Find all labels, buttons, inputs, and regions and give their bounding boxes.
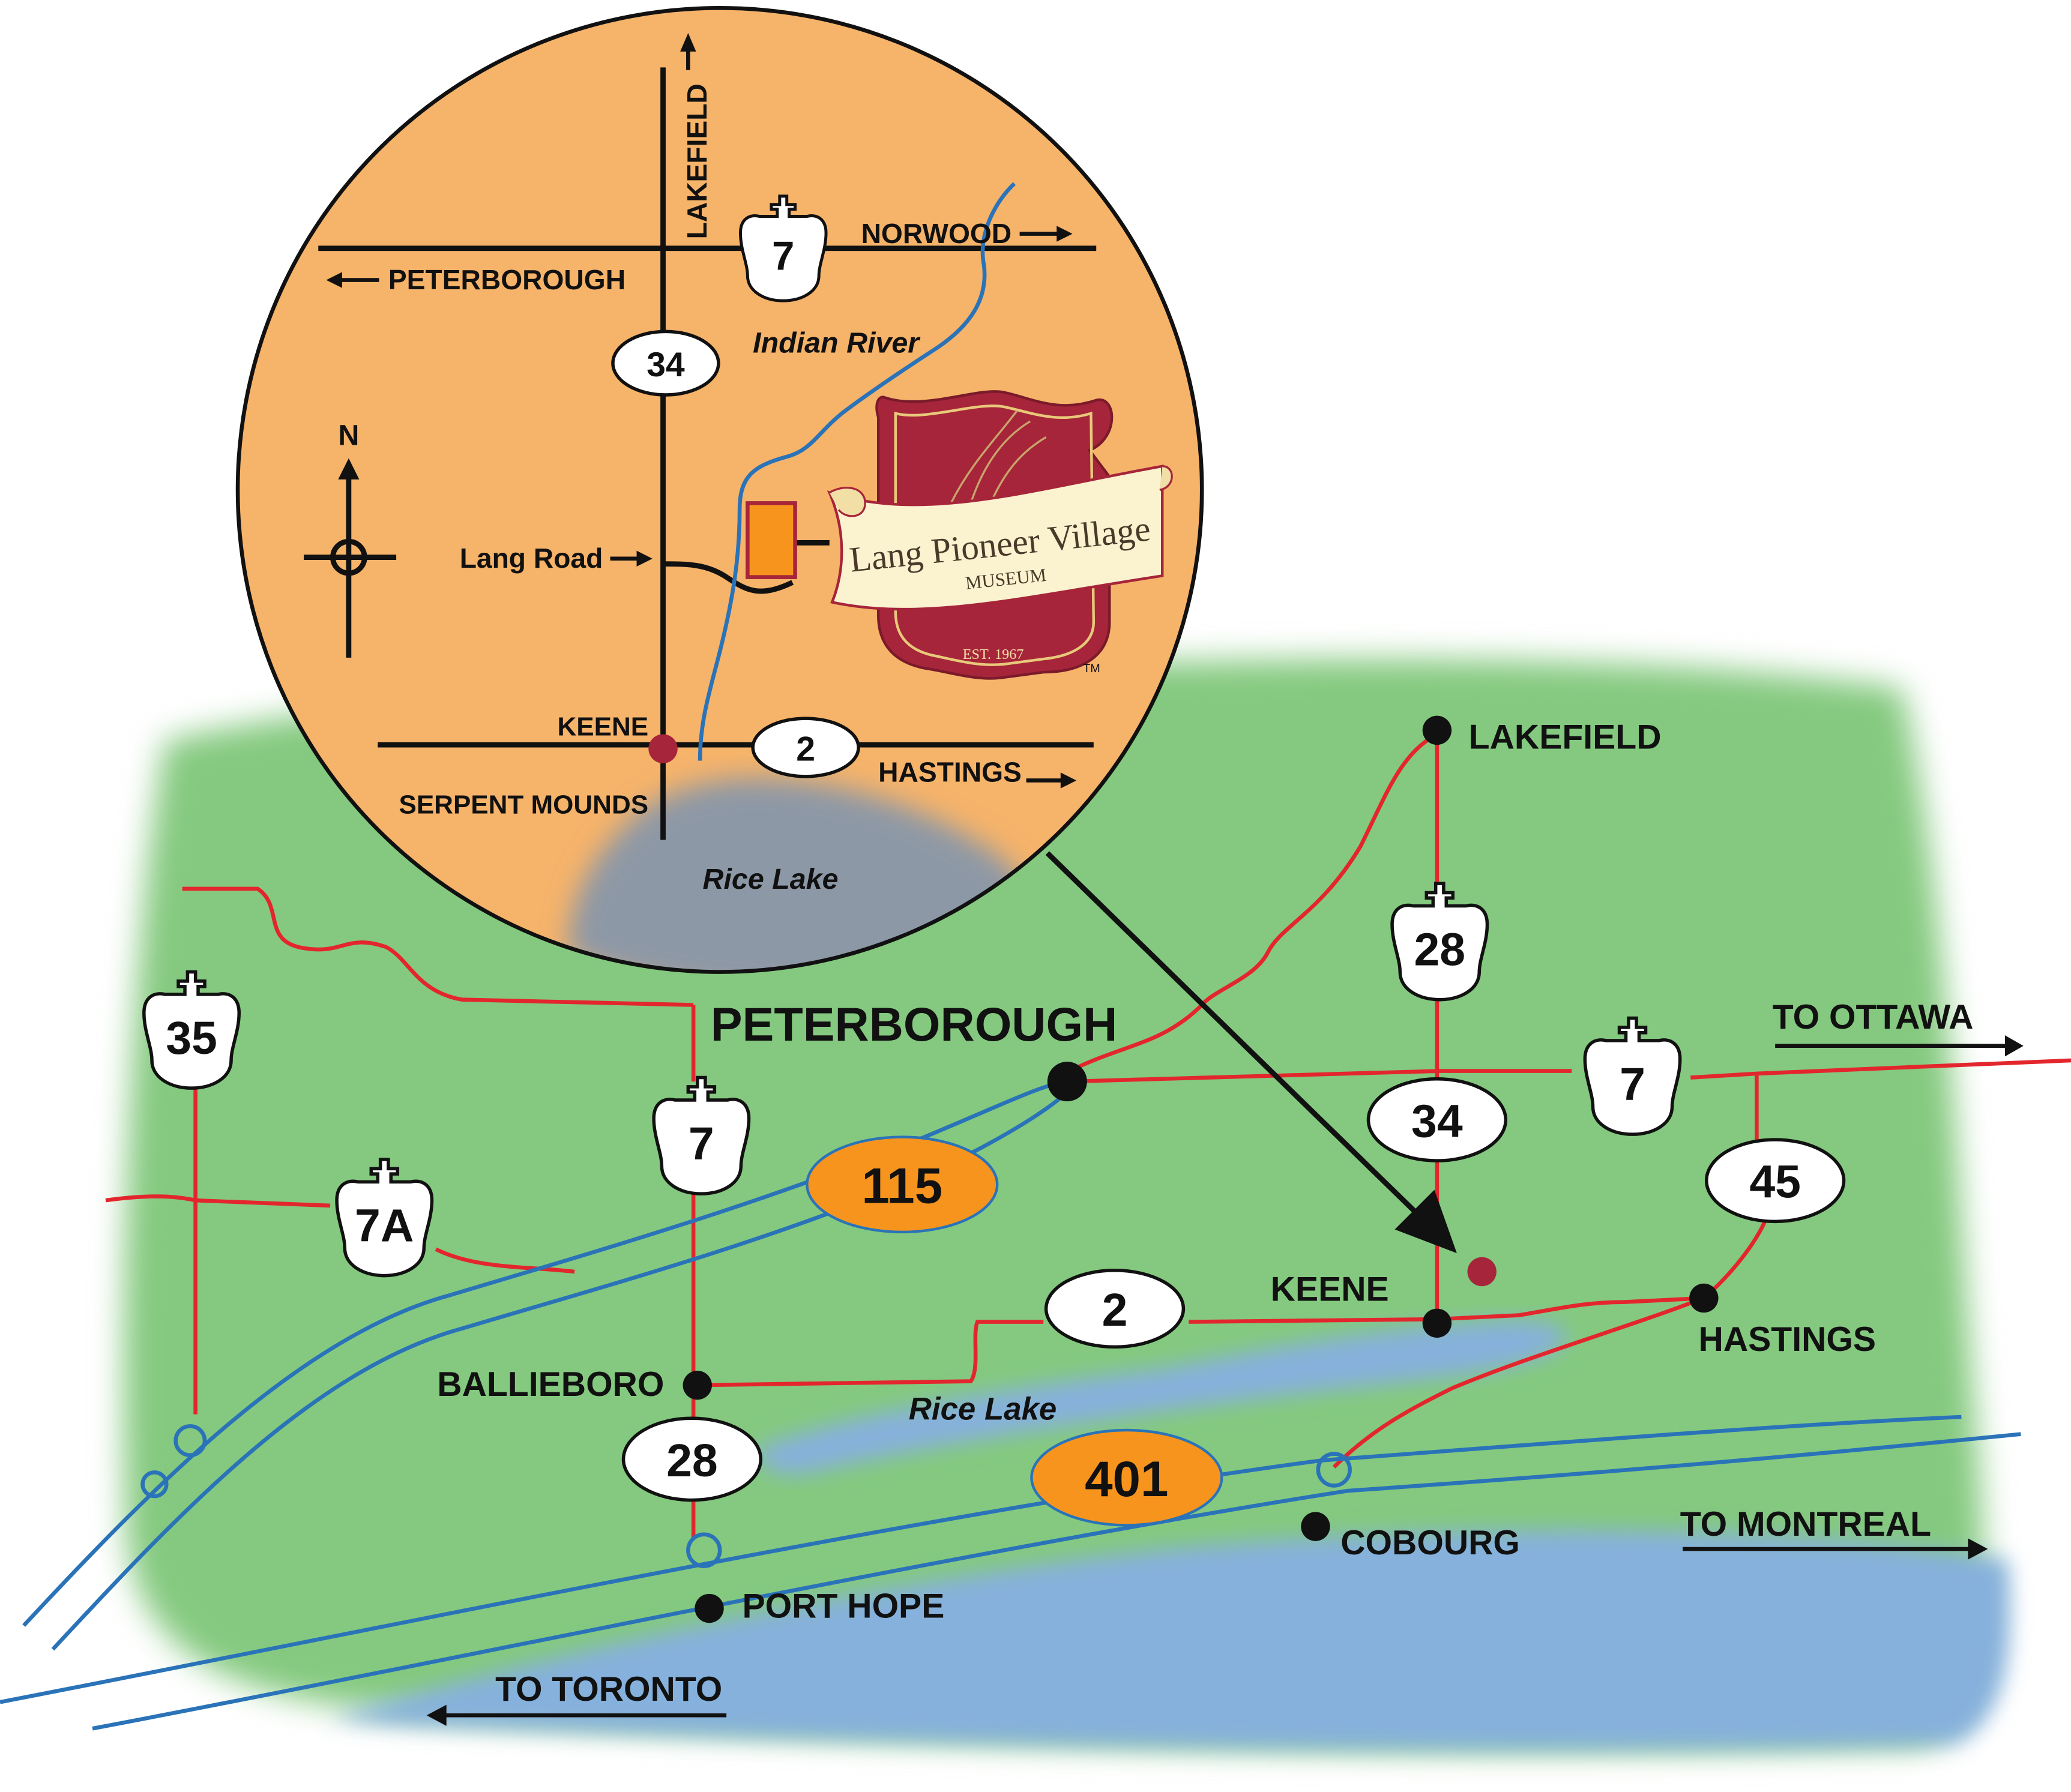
label-to-ottawa: TO OTTAWA (1773, 998, 1974, 1036)
inset-shield-7-label: 7 (772, 234, 794, 279)
shield-7a-label: 7A (355, 1200, 414, 1251)
shield-115: 115 (806, 1135, 999, 1234)
inset-shield-2-label: 2 (796, 730, 815, 768)
dot-peterborough (1047, 1062, 1087, 1102)
inset-shield-34-label: 34 (647, 346, 685, 384)
museum-building (746, 501, 797, 579)
label-cobourg: COBOURG (1340, 1524, 1520, 1562)
direction-to-toronto: TO TORONTO (426, 1670, 727, 1726)
shield-34-label: 34 (1411, 1096, 1463, 1147)
label-to-toronto: TO TORONTO (495, 1670, 722, 1709)
inset-label-lang-road: Lang Road (460, 543, 603, 574)
shield-35: 35 (144, 972, 239, 1089)
shield-401-label: 401 (1085, 1451, 1168, 1507)
inset-shield-7: 7 (740, 196, 826, 301)
inset-label-hastings: HASTINGS (878, 757, 1022, 788)
logo-tm: TM (1083, 662, 1100, 675)
inset-keene-dot (648, 734, 678, 763)
regional-roads (105, 732, 2071, 1540)
town-dots (683, 715, 1719, 1623)
label-ballieboro: BALLIEBORO (437, 1365, 664, 1404)
shield-45: 45 (1704, 1138, 1846, 1224)
label-peterborough: PETERBOROUGH (711, 997, 1118, 1051)
dot-ballieboro (683, 1370, 712, 1400)
direction-to-ottawa: TO OTTAWA (1773, 998, 2024, 1057)
dot-lakefield (1422, 715, 1452, 745)
inset-label-peterborough: PETERBOROUGH (388, 264, 626, 295)
inset-label-rice-lake: Rice Lake (703, 863, 839, 895)
dot-hastings (1689, 1283, 1719, 1313)
shield-7-east-label: 7 (1620, 1059, 1645, 1110)
shield-34: 34 (1366, 1077, 1508, 1162)
label-lakefield: LAKEFIELD (1469, 718, 1662, 757)
inset-label-indian-river: Indian River (753, 327, 921, 359)
logo-est: EST. 1967 (963, 646, 1024, 663)
shield-2-label: 2 (1102, 1284, 1128, 1336)
inset-shield-2: 2 (751, 717, 860, 778)
inset-label-north: N (338, 419, 359, 452)
shield-401: 401 (1030, 1428, 1223, 1527)
inset-map: LAKEFIELD NORWOOD PETERBOROUGH 7 34 2 N (235, 6, 1204, 974)
direction-to-montreal: TO MONTREAL (1680, 1505, 1988, 1560)
dot-port-hope (695, 1593, 724, 1623)
lake-ontario (330, 1530, 2010, 1750)
inset-label-norwood: NORWOOD (861, 218, 1012, 249)
inset-pointer-arrow (1045, 851, 1457, 1254)
shield-28-north-label: 28 (1414, 924, 1465, 976)
dot-keene (1422, 1308, 1452, 1338)
museum-logo: Lang Pioneer Village MUSEUM EST. 1967 TM (827, 390, 1173, 680)
north-arrow-icon: N (304, 419, 397, 658)
indian-river (698, 182, 1016, 761)
shield-28-north: 28 (1392, 883, 1487, 1000)
inset-label-lakefield: LAKEFIELD (681, 83, 713, 239)
label-hastings: HASTINGS (1699, 1320, 1877, 1359)
rice-lake-water (758, 1320, 1567, 1475)
shield-28-south: 28 (621, 1416, 763, 1502)
shield-45-label: 45 (1749, 1156, 1801, 1208)
shield-28-south-label: 28 (666, 1435, 718, 1487)
dot-cobourg (1301, 1512, 1330, 1541)
shield-7a: 7A (337, 1159, 432, 1276)
shield-7-east: 7 (1585, 1018, 1680, 1135)
shield-7-west: 7 (654, 1078, 749, 1194)
label-to-montreal: TO MONTREAL (1680, 1505, 1931, 1544)
museum-location-dot (1467, 1257, 1497, 1287)
inset-label-serpent-mounds: SERPENT MOUNDS (399, 790, 648, 819)
shield-35-label: 35 (166, 1012, 217, 1064)
inset-label-keene: KEENE (558, 712, 649, 742)
inset-shield-34: 34 (611, 329, 720, 397)
shield-115-label: 115 (861, 1158, 942, 1214)
label-port-hope: PORT HOPE (743, 1587, 945, 1625)
interchanges (140, 1424, 1352, 1568)
label-rice-lake: Rice Lake (909, 1391, 1057, 1427)
shield-7-west-label: 7 (689, 1118, 714, 1170)
shield-2: 2 (1044, 1269, 1186, 1349)
label-keene: KEENE (1271, 1270, 1389, 1308)
